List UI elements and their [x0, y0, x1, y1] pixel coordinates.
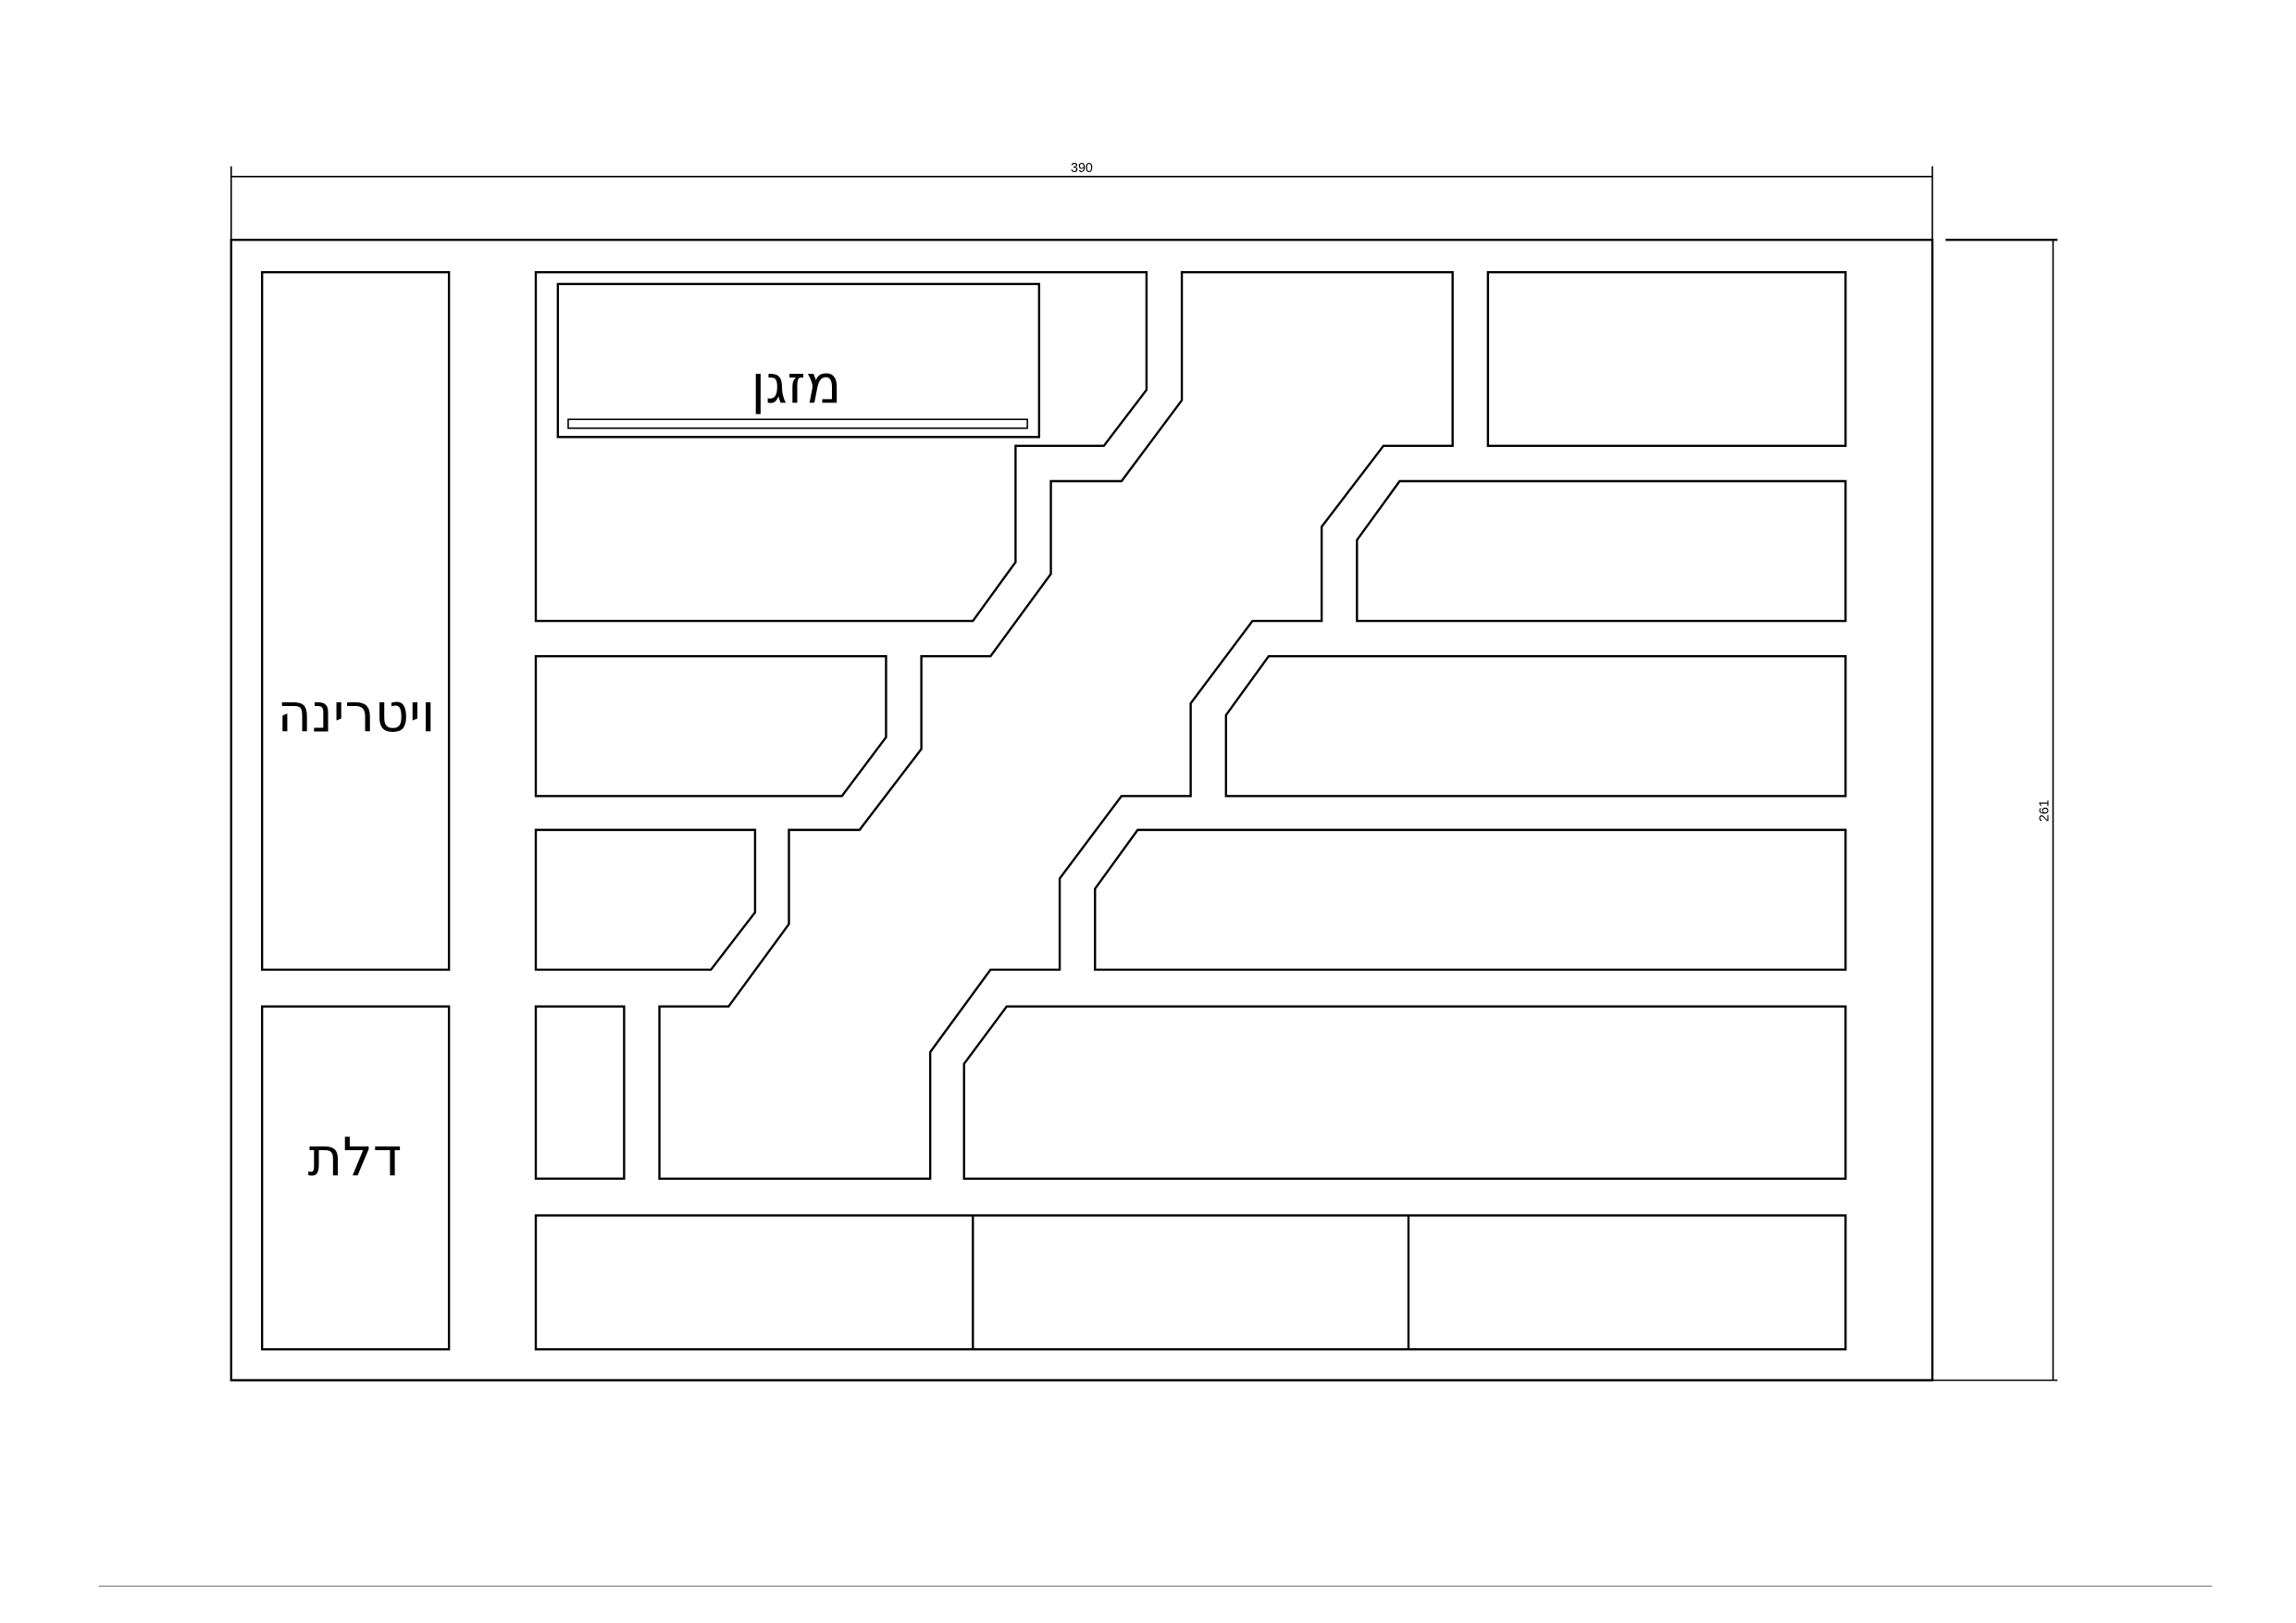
display-window-label: ויטרינה	[278, 683, 436, 744]
central-stepped-unit	[658, 270, 1454, 1180]
shelf-row5-small	[534, 1005, 626, 1180]
width-dimension: 390	[230, 161, 1933, 241]
air-conditioner-label: מזגן	[751, 355, 842, 416]
shelf-top-right	[1486, 270, 1847, 448]
shelf-block-top-left	[534, 270, 1148, 623]
door-label: דלת	[308, 1128, 402, 1189]
height-dimension-label: 261	[2038, 799, 2053, 822]
shelf-row2-right	[1356, 479, 1847, 623]
shelf-row5-right	[962, 1005, 1847, 1180]
shelf-row3-left	[534, 655, 887, 798]
door	[261, 1005, 451, 1351]
bottom-counter	[534, 1214, 1847, 1351]
room-outline	[230, 239, 1934, 1381]
shelf-row4-right	[1094, 828, 1847, 972]
air-conditioner	[556, 282, 1041, 439]
air-conditioner-vent	[567, 418, 1028, 429]
height-dimension: 261	[1932, 239, 2058, 1381]
shelf-row3-right	[1224, 655, 1847, 798]
shelf-row4-left	[534, 828, 757, 972]
width-dimension-label: 390	[1071, 161, 1093, 176]
display-window	[261, 270, 451, 972]
